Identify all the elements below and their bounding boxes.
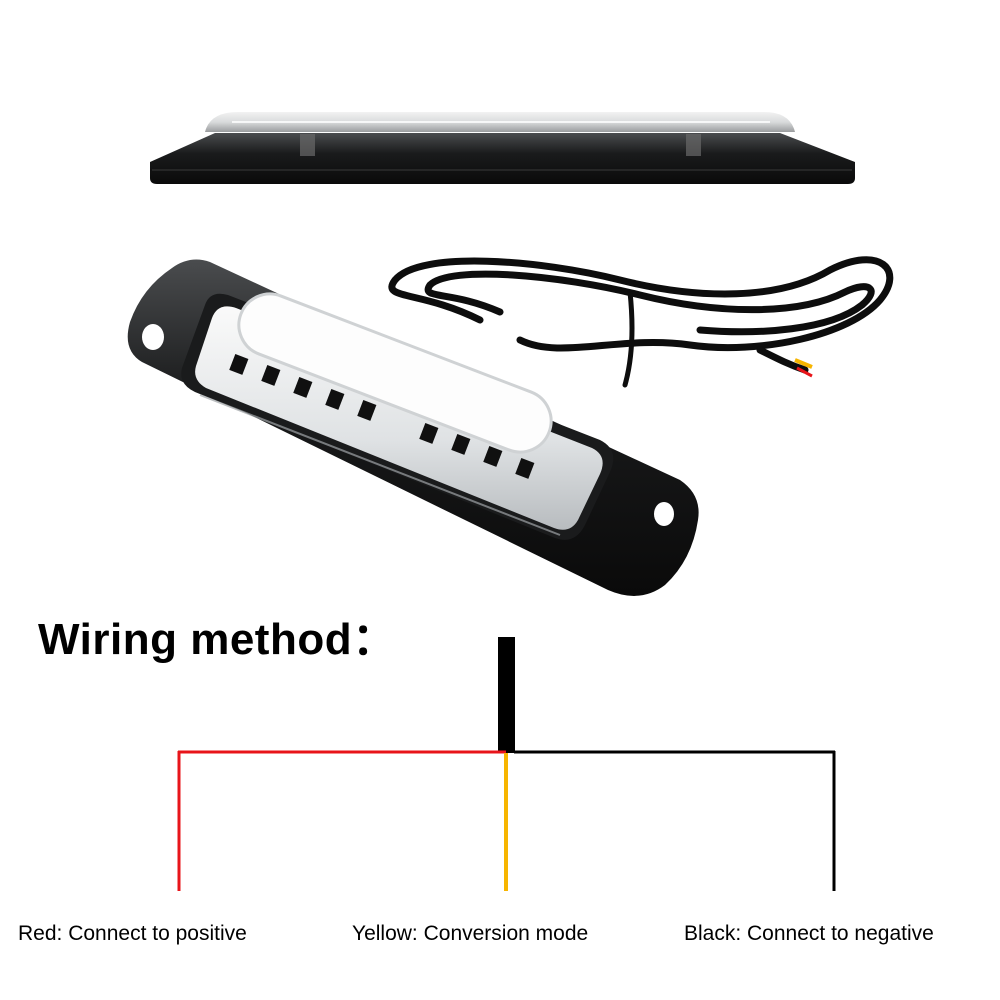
led-strobe-light-top-view xyxy=(150,112,855,184)
black-wire-label: Black: Connect to negative xyxy=(684,922,934,945)
wiring-title: Wiring method： xyxy=(38,615,397,664)
main-cable xyxy=(498,637,515,753)
led-strobe-light-angled-view xyxy=(127,259,699,596)
cable-icon xyxy=(388,256,894,388)
wiring-diagram xyxy=(177,637,836,891)
yellow-wire-label: Yellow: Conversion mode xyxy=(352,922,589,945)
red-wire-label: Red: Connect to positive xyxy=(18,922,247,945)
product-image xyxy=(127,112,894,596)
